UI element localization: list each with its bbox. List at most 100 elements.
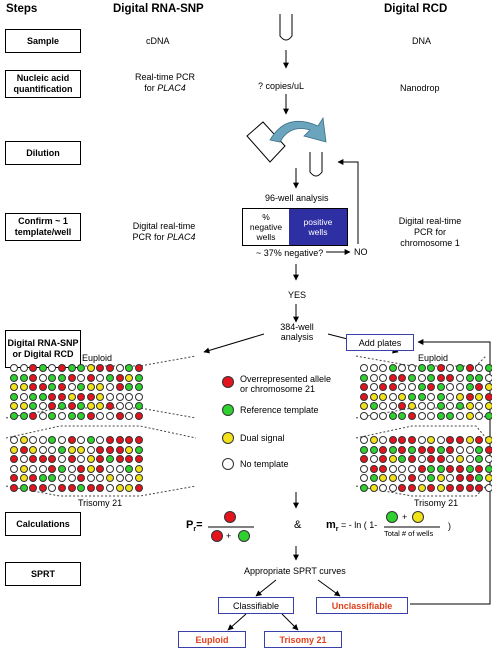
unclassifiable-box: Unclassifiable: [316, 597, 408, 614]
plate-well: [125, 474, 134, 483]
plate-well: [436, 412, 445, 420]
classifiable-box: Classifiable: [218, 597, 294, 614]
plate-well: [10, 455, 18, 464]
plate-well: [19, 373, 28, 382]
plate-well: [446, 373, 455, 382]
plate-well: [134, 412, 143, 420]
plate-well: [67, 402, 76, 411]
plate-well: [19, 445, 28, 454]
plate-well: [379, 455, 388, 464]
legend-red-line2: or chromosome 21: [240, 384, 316, 394]
formula-and: &: [294, 519, 302, 531]
plate-well: [58, 445, 66, 454]
plate-well: [436, 436, 445, 444]
formula-red-dot: [224, 511, 236, 523]
plate-well: [475, 392, 484, 401]
plate-well: [408, 364, 416, 372]
copies-label: ? copies/uL: [258, 81, 305, 91]
plate-well: [134, 392, 143, 401]
plate-well: [125, 383, 134, 392]
plate-well: [436, 383, 445, 392]
yes-label: YES: [288, 290, 307, 300]
euploid-left-label: Euploid: [82, 353, 113, 363]
plate-well: [115, 484, 124, 492]
plate-well: [398, 474, 407, 483]
plate-well: [360, 484, 368, 492]
plate-well: [427, 484, 436, 492]
plate-well: [398, 445, 407, 454]
plate-well: [446, 412, 455, 420]
plate-well: [398, 402, 407, 411]
plate-well: [58, 392, 66, 401]
plate-well: [96, 412, 105, 420]
plate-well: [96, 436, 105, 444]
plate-well: [475, 474, 484, 483]
plate-well: [475, 445, 484, 454]
plate-well: [106, 402, 114, 411]
plate-well: [29, 474, 38, 483]
plate-well: [134, 364, 143, 372]
plate-well: [388, 455, 397, 464]
plate-well: [417, 436, 426, 444]
question-label: ~ 37% negative?: [256, 248, 324, 258]
plate-well: [388, 383, 397, 392]
plate-well: [77, 392, 86, 401]
step-digital: Digital RNA-SNP or Digital RCD: [5, 330, 81, 368]
plate-well: [465, 474, 474, 483]
plate-well: [10, 484, 18, 492]
plate-well: [67, 392, 76, 401]
plate-well: [379, 464, 388, 473]
plate-well: [408, 445, 416, 454]
plate-well: [96, 464, 105, 473]
add-plates-box: Add plates: [346, 334, 414, 351]
plate-well: [408, 392, 416, 401]
plate-well: [417, 455, 426, 464]
legend-red-line1: Overrepresented allele: [240, 374, 332, 384]
plate-well: [115, 402, 124, 411]
plate-well: [484, 484, 492, 492]
plate-well: [446, 402, 455, 411]
plate-well: [446, 392, 455, 401]
loop-arrow: [410, 339, 491, 605]
plate-well: [77, 383, 86, 392]
plate-well: [484, 412, 492, 420]
plate-well: [484, 392, 492, 401]
plate-well: [86, 373, 95, 382]
plate-well: [58, 484, 66, 492]
trisomy-result-box: Trisomy 21: [264, 631, 342, 648]
plate-well: [58, 364, 66, 372]
plate-well: [134, 484, 143, 492]
plate-well: [484, 373, 492, 382]
formula-red-dot: [211, 530, 223, 542]
plate-well: [58, 412, 66, 420]
plate-well: [19, 412, 28, 420]
plate-well: [115, 474, 124, 483]
plate-well: [388, 474, 397, 483]
left-confirm-line2: PCR for PLAC4: [132, 232, 196, 242]
step-dilution: Dilution: [5, 141, 81, 165]
plate-well: [427, 464, 436, 473]
step-quantification: Nucleic acid quantification: [5, 70, 81, 98]
formula-plus: +: [226, 531, 232, 541]
plate-well: [77, 364, 86, 372]
plate-well: [77, 373, 86, 382]
plate-well: [106, 474, 114, 483]
plate-well: [360, 445, 368, 454]
plate-well: [379, 364, 388, 372]
plate-well: [96, 455, 105, 464]
plate-well: [125, 455, 134, 464]
plate-well: [465, 455, 474, 464]
plate-well: [388, 373, 397, 382]
plate-well: [417, 373, 426, 382]
plate-well: [134, 445, 143, 454]
plate-well: [38, 364, 47, 372]
plate-well: [125, 464, 134, 473]
plate-well: [29, 445, 38, 454]
formula-total: Total # of wells: [384, 529, 434, 538]
plate-well: [427, 412, 436, 420]
plate-well: [379, 392, 388, 401]
plate-well: [475, 373, 484, 382]
plate-well: [475, 364, 484, 372]
plate-well: [379, 383, 388, 392]
